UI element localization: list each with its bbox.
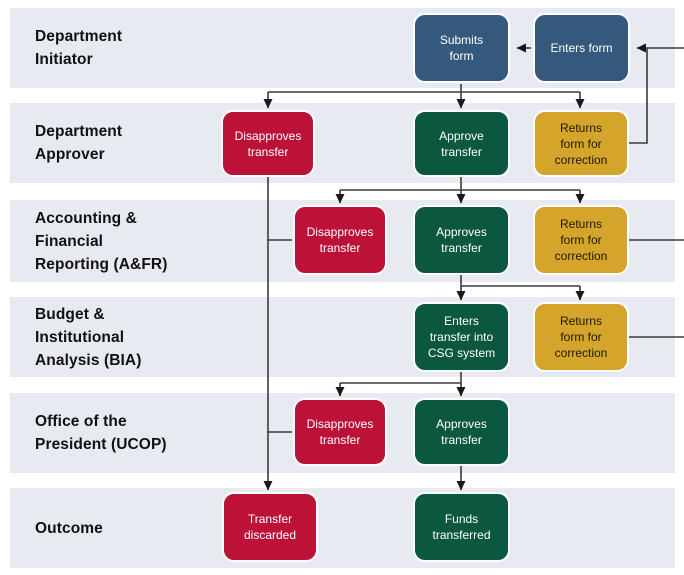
node-ucop-disapproves-transfer-label: Disapproves transfer [306, 417, 374, 447]
node-afr-approves-transfer-label: Approves transfer [436, 225, 487, 255]
node-ucop-approves-transfer: Approves transfer [413, 398, 510, 466]
lane-label-department-approver: Department Approver [35, 123, 123, 163]
node-bia-enters-transfer-csg: Enters transfer into CSG system [413, 302, 510, 372]
lane-label-outcome: Outcome [35, 519, 103, 537]
node-ucop-approves-transfer-label: Approves transfer [436, 417, 487, 447]
node-enters-form-label: Enters form [550, 41, 613, 55]
node-bia-enters-transfer-csg-label: Enters transfer into CSG system [427, 314, 496, 360]
node-bia-returns-form: Returns form for correction [533, 302, 629, 372]
node-afr-approves-transfer: Approves transfer [413, 205, 510, 275]
node-dept-approve-transfer-label: Approve transfer [439, 128, 484, 159]
node-afr-disapproves-transfer-label: Disapproves transfer [306, 225, 374, 255]
node-ucop-disapproves-transfer: Disapproves transfer [293, 398, 387, 466]
lane-label-accounting-financial-reporting: Accounting & Financial Reporting (A&FR) [35, 209, 168, 273]
lane-label-office-of-the-president: Office of the President (UCOP) [35, 413, 167, 453]
node-submits-form: Submits form [413, 13, 510, 83]
lane-outcome: Outcome [10, 488, 675, 568]
node-outcome-funds-transferred: Funds transferred [413, 492, 510, 562]
node-outcome-transfer-discarded-label: Transfer discarded [243, 512, 297, 542]
node-afr-disapproves-transfer: Disapproves transfer [293, 205, 387, 275]
node-afr-returns-form-label: Returns form for correction [554, 217, 608, 263]
node-dept-returns-form: Returns form for correction [533, 110, 629, 177]
node-outcome-transfer-discarded: Transfer discarded [222, 492, 318, 562]
lane-label-budget-institutional-analysis: Budget & Institutional Analysis (BIA) [35, 305, 142, 369]
node-dept-approve-transfer: Approve transfer [413, 110, 510, 177]
node-enters-form: Enters form [533, 13, 630, 83]
node-afr-returns-form: Returns form for correction [533, 205, 629, 275]
node-outcome-funds-transferred-label: Funds transferred [432, 512, 491, 542]
lane-label-department-initiator: Department Initiator [35, 28, 123, 68]
node-dept-disapproves-transfer: Disapproves transfer [221, 110, 315, 177]
node-bia-returns-form-label: Returns form for correction [554, 314, 608, 360]
node-dept-disapproves-transfer-label: Disapproves transfer [234, 128, 302, 159]
node-submits-form-label: Submits form [439, 33, 484, 63]
node-dept-returns-form-label: Returns form for correction [554, 120, 608, 167]
